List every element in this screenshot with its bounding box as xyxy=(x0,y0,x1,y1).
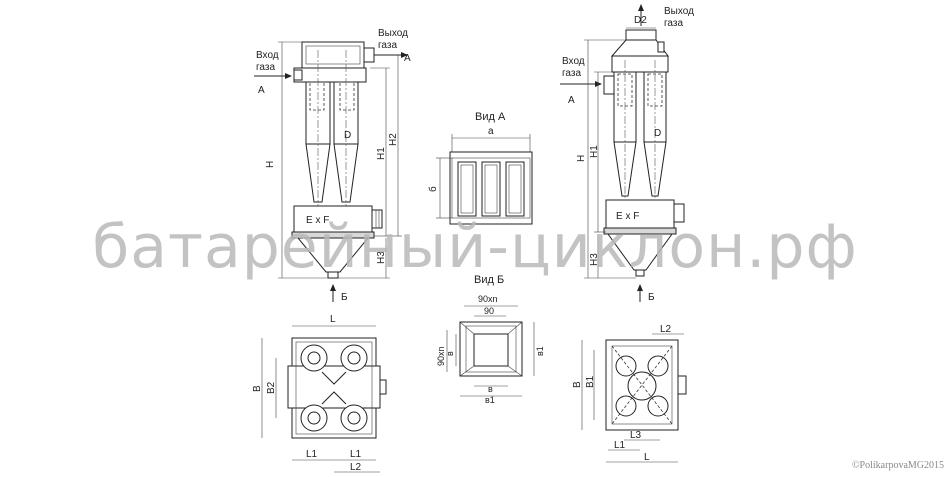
right-collector xyxy=(605,199,675,229)
view-a-cell-3 xyxy=(505,161,525,217)
right-inlet-line1: Вход xyxy=(562,56,585,67)
dim-a-label: a xyxy=(488,126,494,137)
section-a-left: A xyxy=(258,85,265,96)
cyclone-top-view-2 xyxy=(340,344,368,372)
support-frame xyxy=(291,231,375,239)
hopper-outlet xyxy=(327,271,339,279)
view-a-cell-2 xyxy=(481,161,501,217)
bottom-arrow-label: Б xyxy=(341,292,348,303)
dim-v-bottom: в xyxy=(488,384,493,394)
right-dim-h: H xyxy=(576,155,587,162)
plan-collector xyxy=(287,365,381,409)
right-plan-center-cone xyxy=(627,371,657,401)
inlet-nozzle xyxy=(293,69,303,81)
view-b-title: Вид Б xyxy=(474,274,504,286)
left-elevation: Б Вход газа A Выход газа A D E x F H H1 … xyxy=(254,28,411,303)
view-a: Вид А a б xyxy=(427,111,533,225)
dim-v1-side: в1 xyxy=(535,346,545,356)
dim-b-label: б xyxy=(427,186,439,192)
flange-label: E x F xyxy=(306,215,329,226)
view-a-title: Вид А xyxy=(475,111,506,123)
right-dim-h1: H1 xyxy=(589,145,600,158)
outlet-label-line2: газа xyxy=(378,40,397,51)
right-inlet-nozzle xyxy=(603,75,615,95)
dim-90xn-top: 90хn xyxy=(478,294,498,304)
right-dim-h3: H3 xyxy=(589,253,600,266)
right-section-a: A xyxy=(568,95,575,106)
section-a-right: A xyxy=(404,53,411,64)
right-plan-dim-b: B xyxy=(572,381,583,388)
dim-90xn-side: 90хn xyxy=(436,346,446,366)
outlet-label-line1: Выход xyxy=(378,28,408,39)
right-plan-dim-l: L xyxy=(644,452,650,463)
plan-dim-l1-a: L1 xyxy=(306,449,318,460)
left-plan: L B B2 L1 L1 L2 xyxy=(252,314,387,473)
dim-h3-label: H3 xyxy=(376,251,387,264)
right-header xyxy=(611,55,669,73)
dust-collector xyxy=(293,205,373,233)
view-b: Вид Б 90хn 90 90хn в в1 в в1 xyxy=(436,274,545,405)
cyclone-top-view-3 xyxy=(300,404,328,432)
right-plan-dim-l1: L1 xyxy=(614,440,626,451)
outlet-nozzle xyxy=(363,47,375,63)
right-plan-dim-b1: B1 xyxy=(585,375,596,388)
right-bottom-arrow-label: Б xyxy=(648,292,655,303)
outlet-header-inner xyxy=(305,45,361,65)
bottom-arrow-head xyxy=(330,284,336,291)
plan-dim-b2: B2 xyxy=(266,381,277,394)
right-diameter-label: D xyxy=(654,128,661,139)
view-a-cell-1 xyxy=(457,161,477,217)
inlet-label-line2: газа xyxy=(256,62,275,73)
copyright-notice: ©PolikarpovaMG2015 xyxy=(851,460,944,471)
exhaust-pipe-2 xyxy=(339,81,355,111)
dim-v-side: в xyxy=(445,351,455,356)
plan-dim-l2: L2 xyxy=(350,462,362,473)
outlet-arrow-head xyxy=(401,52,408,58)
right-outlet-line2: газа xyxy=(664,18,683,29)
right-outlet-pipe xyxy=(625,29,657,41)
cyclone-top-view-1 xyxy=(300,344,328,372)
right-plan-dim-l2: L2 xyxy=(660,324,672,335)
dim-90: 90 xyxy=(484,306,494,316)
inlet-box xyxy=(293,67,367,83)
right-flange-label: E x F xyxy=(616,211,639,222)
right-outlet-line1: Выход xyxy=(664,6,694,17)
diameter-label: D xyxy=(344,130,351,141)
inlet-arrow-head xyxy=(285,73,292,79)
plan-dim-l: L xyxy=(330,314,336,325)
collector-nozzle xyxy=(371,209,383,229)
right-plan-dim-l3: L3 xyxy=(630,430,642,441)
outlet-header xyxy=(301,41,365,69)
plan-dim-b: B xyxy=(252,385,263,392)
plan-dim-l1-b: L1 xyxy=(350,449,362,460)
inlet-label-line1: Вход xyxy=(256,50,279,61)
cyclone-top-view-4 xyxy=(340,404,368,432)
dim-v1-bottom: в1 xyxy=(485,395,495,405)
hopper xyxy=(296,237,370,273)
right-hopper xyxy=(607,233,673,271)
dim-h-label: H xyxy=(265,161,276,168)
view-b-opening xyxy=(473,333,509,367)
dim-h2-label: H2 xyxy=(388,133,399,146)
dim-h1-label: H1 xyxy=(376,147,387,160)
right-elevation: D2 Выход газа D E x F Б Вход газа A xyxy=(560,4,694,303)
right-inlet-line2: газа xyxy=(562,68,581,79)
exhaust-pipe-1 xyxy=(309,81,325,111)
right-plan: L2 B B1 L3 L1 L xyxy=(572,324,687,463)
